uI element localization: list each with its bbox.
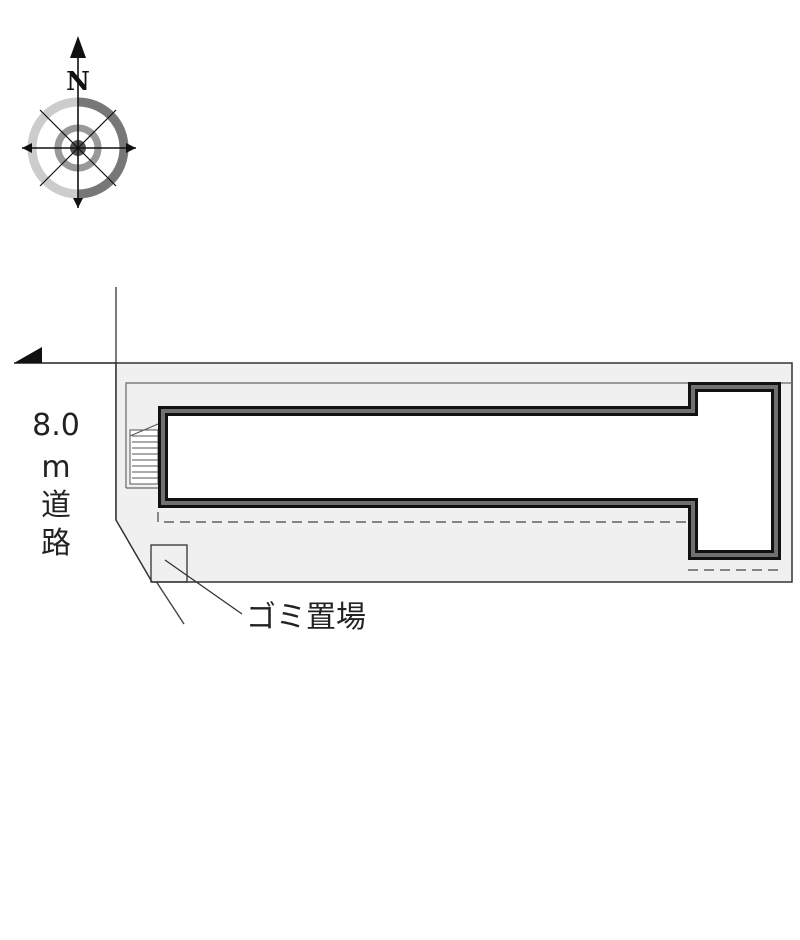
road-name-char-1: 道 [41, 488, 71, 523]
road-width-label: 8.0 m 道 路 [26, 408, 86, 562]
north-label: N [66, 67, 90, 97]
road-width-unit: m [41, 450, 71, 485]
garbage-area-label: ゴミ置場 [246, 600, 366, 635]
building-footprint [158, 382, 781, 560]
compass-rose-icon: N [22, 36, 136, 208]
north-arrow-icon [70, 36, 86, 58]
road-width-value: 8.0 [32, 408, 80, 443]
dashed-walkway [157, 512, 780, 571]
garbage-area [150, 544, 188, 583]
callout-leader [164, 559, 243, 615]
inner-boundary [125, 382, 792, 488]
road-direction-arrow-icon [14, 347, 42, 363]
road-name-char-2: 路 [41, 526, 71, 561]
stairs-icon [129, 423, 159, 485]
